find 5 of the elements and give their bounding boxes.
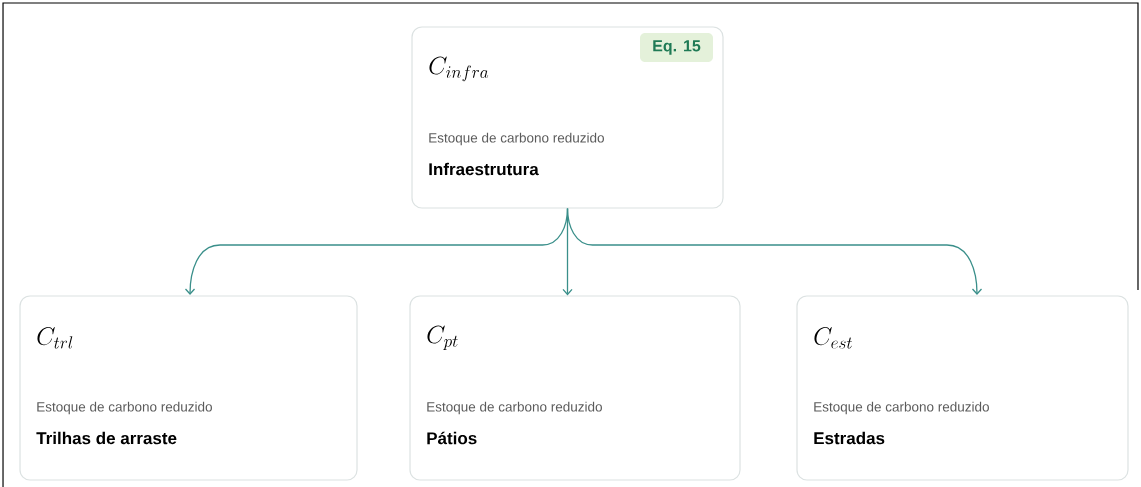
card: $C_{est}$ Estoque de carbono reduzido Estradas (796, 295, 1129, 481)
equation-badge: Eq. 15 (640, 33, 713, 62)
arrow (566, 207, 983, 295)
card: $C_{trl}$ Estoque de carbono reduzido Trilhas de arraste (19, 295, 358, 481)
card: $C_{pt}$ Estoque de carbono reduzido Pátios (409, 295, 741, 481)
